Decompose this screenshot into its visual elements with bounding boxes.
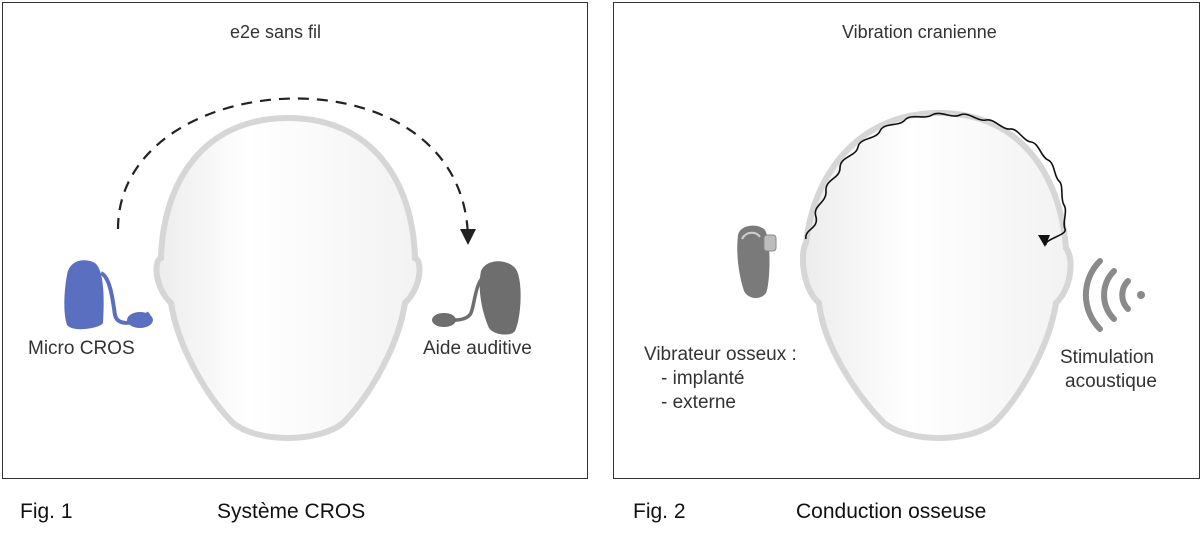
sound-waves-icon [1082,258,1145,332]
vibrateur-item-implante: - implanté [661,368,745,389]
aide-auditive-label: Aide auditive [423,338,532,359]
stimulation-label-line2: acoustique [1065,371,1157,392]
micro-cros-icon [64,260,153,330]
figure-2-caption: Conduction osseuse [796,500,987,523]
vibrateur-heading: Vibrateur osseux : [644,344,797,365]
stimulation-label-line1: Stimulation [1060,347,1154,368]
vibration-arrowhead [1038,235,1050,247]
vibration-wave [805,112,1067,246]
figure-1-number: Fig. 1 [20,500,73,523]
figure-1-caption: Système CROS [217,500,366,523]
micro-cros-label: Micro CROS [28,338,135,359]
head-outline [799,109,1074,441]
figure-2-title: Vibration cranienne [842,22,997,42]
wireless-link-arrowhead [460,229,476,245]
figure-2-panel: Vibration cranienne Vibrateur osseux : -… [613,2,1200,479]
wireless-link-arrow [116,97,470,242]
figure-2-number: Fig. 2 [633,500,686,523]
hearing-aid-icon [432,261,521,335]
vibrateur-item-externe: - externe [661,392,736,413]
figure-2-illustration [737,109,1145,441]
figure-1-title: e2e sans fil [230,22,322,42]
head-outline [153,114,423,441]
figure-1-illustration [64,97,521,441]
figure-1-panel: e2e sans fil Micro CROS Aide auditive [2,2,588,479]
bone-vibrator-icon [737,225,777,299]
